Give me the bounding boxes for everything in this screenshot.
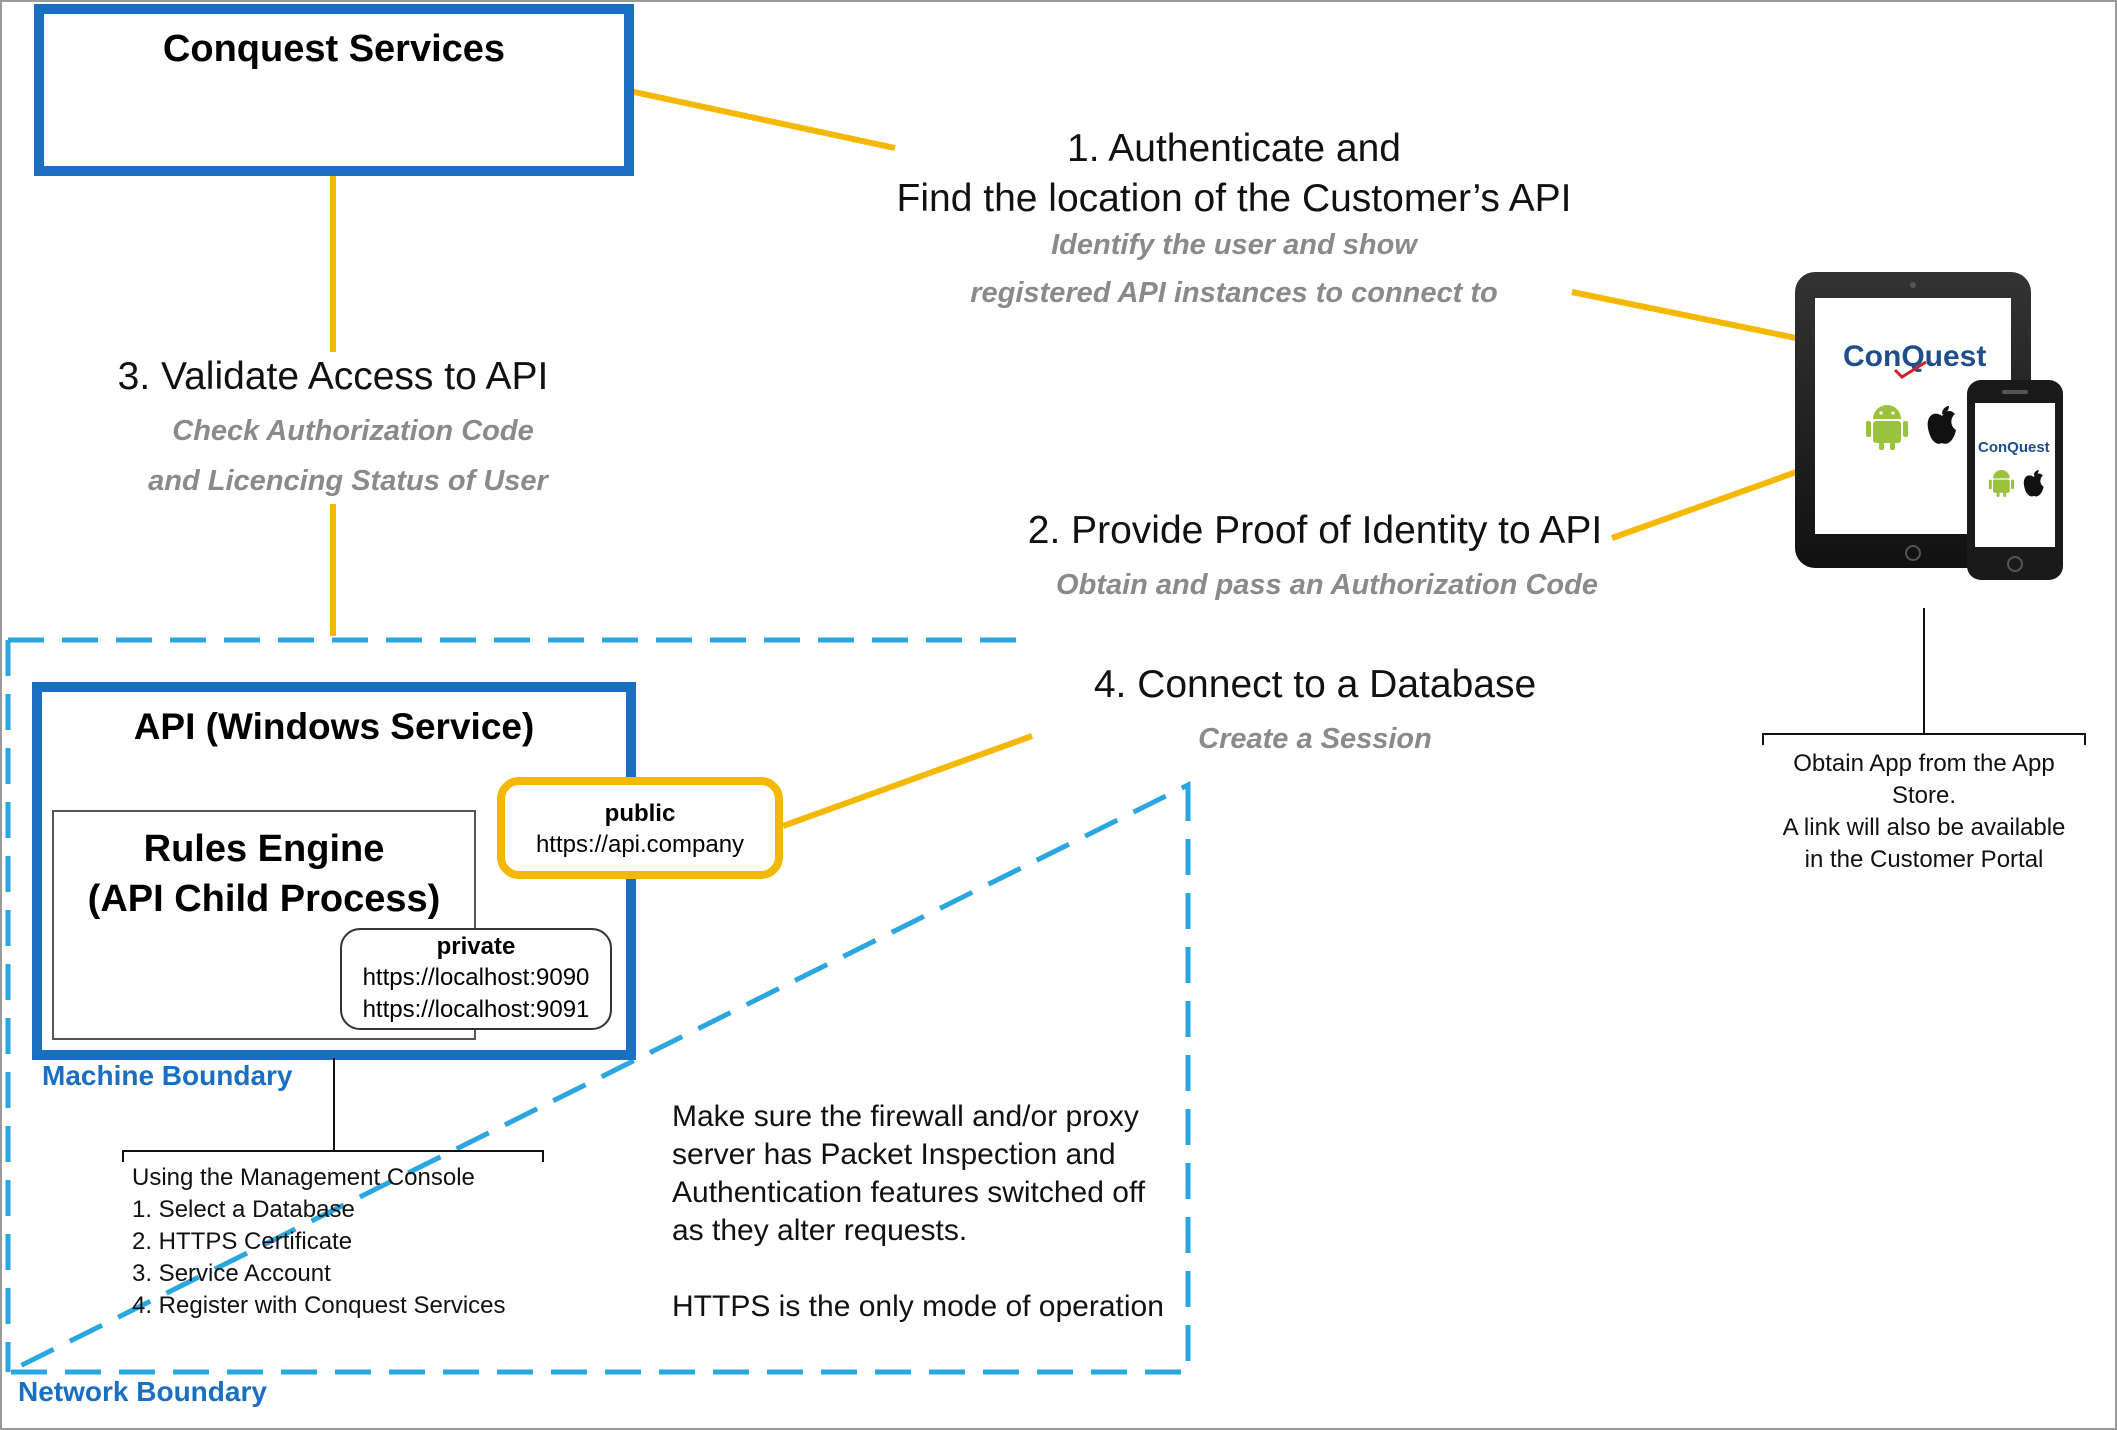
step1-title-line2: Find the location of the Customer’s API — [896, 177, 1572, 220]
apple-icon — [1927, 406, 1956, 444]
step2-sub: Obtain and pass an Authorization Code — [1056, 569, 1598, 601]
console-heading: Using the Management Console — [132, 1164, 475, 1191]
console-item-4: 4. Register with Conquest Services — [132, 1292, 506, 1319]
app-store-callout-line — [1923, 608, 1925, 734]
conquest-services-title: Conquest Services — [162, 28, 506, 70]
console-item-3: 3. Service Account — [132, 1260, 331, 1287]
tablet-camera — [1910, 282, 1916, 288]
devices-illustration: ConQuest ConQuest — [1795, 272, 2063, 580]
step3-sub-line1: Check Authorization Code — [172, 415, 534, 447]
phone-logo: ConQuest — [1978, 439, 2050, 456]
phone-screen — [1975, 403, 2055, 547]
app-store-line2: Store. — [1891, 782, 1957, 809]
network-boundary-dashes — [5, 637, 1191, 1375]
console-callout-bracket — [122, 1150, 544, 1162]
app-store-line1: Obtain App from the App — [1793, 750, 2055, 777]
app-store-line3: A link will also be available — [1782, 814, 2066, 841]
public-endpoint-box: public https://api.company — [497, 777, 783, 879]
step3-sub-line2: and Licencing Status of User — [148, 465, 548, 497]
console-item-1: 1. Select a Database — [132, 1196, 355, 1223]
rules-engine-line1: Rules Engine — [143, 828, 385, 870]
console-item-2: 2. HTTPS Certificate — [132, 1228, 353, 1255]
app-store-note: Obtain App from the App Store. A link wi… — [1762, 748, 2086, 876]
phone-home-button — [2007, 556, 2023, 572]
step4-title: 4. Connect to a Database — [1093, 663, 1537, 706]
android-icon — [1866, 405, 1908, 450]
rules-engine-line2: (API Child Process) — [87, 878, 441, 920]
firewall-note: Make sure the firewall and/or proxy serv… — [672, 1098, 1164, 1326]
step4-sub: Create a Session — [1198, 723, 1432, 755]
firewall-note-line4: as they alter requests. — [672, 1214, 968, 1247]
step1-sub-line1: Identify the user and show — [1051, 229, 1417, 261]
tablet-home-button — [1905, 545, 1921, 561]
private-url-9090: https://localhost:9090 — [362, 964, 590, 991]
firewall-note-line1: Make sure the firewall and/or proxy — [672, 1100, 1139, 1133]
step3-title: 3. Validate Access to API — [117, 355, 549, 398]
console-callout-line — [333, 1058, 335, 1152]
app-store-line4: in the Customer Portal — [1804, 846, 2044, 873]
step1-title-line1: 1. Authenticate and — [1067, 127, 1401, 170]
private-endpoint-box: private https://localhost:9090 https://l… — [340, 928, 612, 1030]
public-label: public — [604, 800, 676, 827]
android-icon — [1988, 470, 2014, 497]
public-url[interactable]: https://api.company — [535, 831, 745, 858]
api-box-title: API (Windows Service) — [133, 706, 535, 747]
connector-public-to-step4 — [781, 733, 1034, 829]
logo-check-mark — [1893, 360, 1927, 379]
app-store-callout-bracket — [1762, 733, 2086, 745]
firewall-note-line2: server has Packet Inspection and — [672, 1138, 1116, 1171]
apple-icon — [2023, 470, 2044, 497]
conquest-services-box: Conquest Services — [34, 4, 634, 176]
phone-speaker — [2002, 390, 2028, 394]
firewall-note-line5: HTTPS is the only mode of operation — [672, 1290, 1164, 1323]
management-console-list: Using the Management Console 1. Select a… — [132, 1162, 506, 1322]
step1-sub-line2: registered API instances to connect to — [970, 277, 1498, 309]
firewall-note-line3: Authentication features switched off — [672, 1176, 1146, 1209]
step2-title: 2. Provide Proof of Identity to API — [1027, 509, 1603, 552]
private-url-9091: https://localhost:9091 — [362, 996, 590, 1023]
machine-boundary-label: Machine Boundary — [42, 1060, 293, 1091]
network-boundary-label: Network Boundary — [18, 1376, 267, 1407]
connector-services-to-step1 — [624, 87, 896, 151]
private-label: private — [436, 933, 516, 960]
